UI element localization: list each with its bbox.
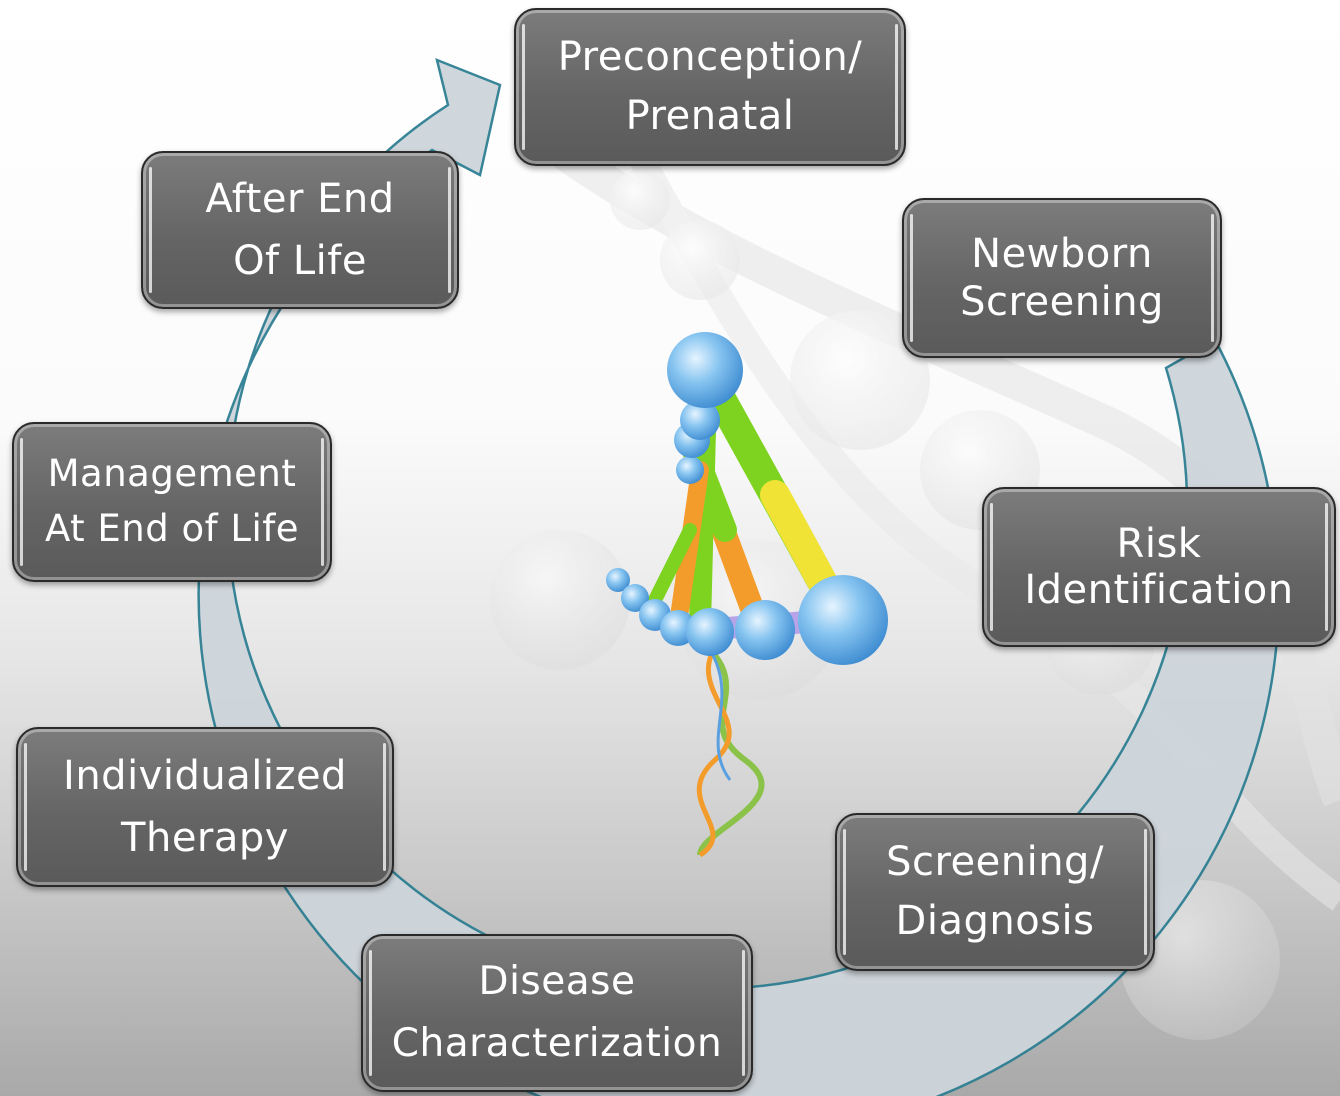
stage-label-line1: Disease	[479, 951, 636, 1013]
stage-label-line2: Of Life	[233, 230, 367, 292]
stage-risk-identification: Risk Identification	[982, 487, 1336, 647]
stage-disease-characterization: Disease Characterization	[361, 934, 753, 1092]
stage-label-line2: Identification	[1024, 567, 1293, 613]
stage-label-line1: Management	[48, 447, 297, 502]
stage-label-line1: Risk	[1117, 521, 1202, 567]
stage-management-end-of-life: Management At End of Life	[12, 422, 332, 582]
stage-newborn-screening: Newborn Screening	[902, 198, 1222, 358]
stage-label-line1: After End	[205, 168, 394, 230]
stage-label-line1: Preconception/	[558, 28, 863, 87]
stage-label-line2: Prenatal	[626, 87, 795, 146]
stage-after-end-of-life: After End Of Life	[141, 151, 459, 309]
stage-label-line2: Screening	[960, 278, 1164, 326]
stage-label-line2: Characterization	[392, 1013, 722, 1075]
stage-individualized-therapy: Individualized Therapy	[16, 727, 394, 887]
stage-label-line2: At End of Life	[45, 502, 299, 557]
stage-label-line2: Diagnosis	[896, 892, 1095, 951]
stage-screening-diagnosis: Screening/ Diagnosis	[835, 813, 1155, 971]
stage-label-line1: Screening/	[886, 833, 1104, 892]
stage-label-line1: Newborn	[971, 230, 1153, 278]
stage-label-line1: Individualized	[63, 745, 347, 807]
stage-preconception-prenatal: Preconception/ Prenatal	[514, 8, 906, 166]
stage-label-line2: Therapy	[121, 807, 289, 869]
